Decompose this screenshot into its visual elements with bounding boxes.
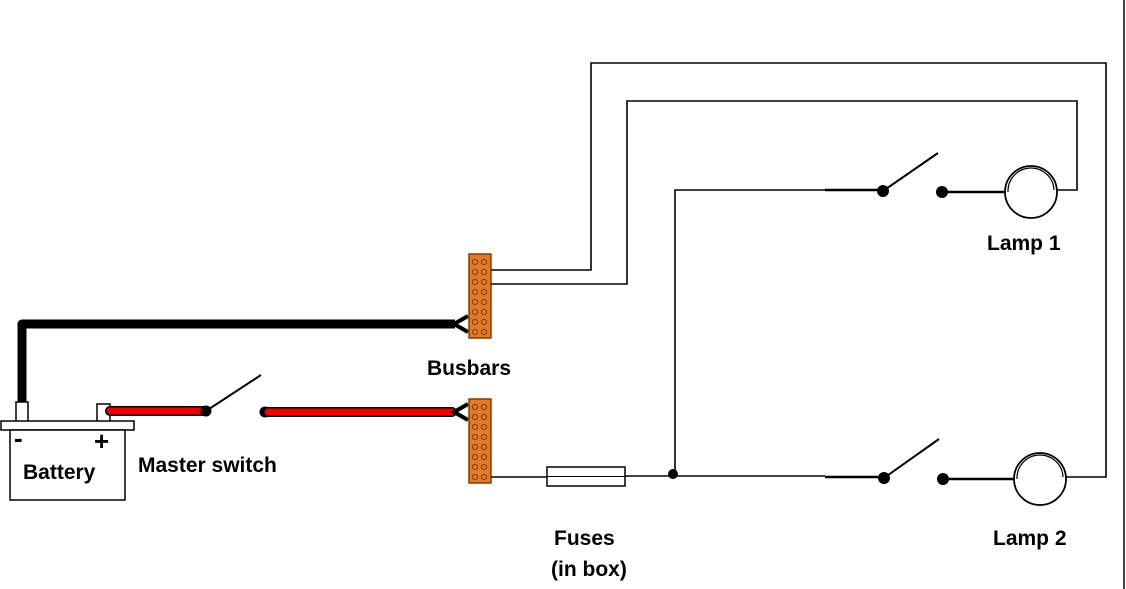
battery-positive-sign: + [94, 426, 109, 456]
lamp1-switch-lever [882, 152, 939, 192]
lamp1 [1004, 165, 1058, 219]
master-switch-label: Master switch [138, 454, 277, 477]
battery-negative-terminal [15, 401, 29, 423]
master-switch-lever [205, 374, 262, 412]
battery-label: Battery [23, 461, 96, 484]
battery-negative-sign: - [14, 423, 23, 453]
fuses-label-line2: (in box) [551, 558, 627, 581]
master-switch [200, 374, 271, 418]
lamp1-filament [1007, 167, 1055, 193]
lamp2 [1013, 452, 1067, 506]
negative-cable [17, 319, 455, 402]
lamp1-bulb [1004, 165, 1058, 219]
lamp2-switch-lever [883, 438, 940, 479]
junction-dot [668, 469, 678, 479]
positive-cable-lug [449, 402, 469, 422]
battery: - + Battery [0, 401, 135, 501]
busbar-positive [468, 398, 492, 484]
negative-cable-lug [449, 314, 469, 334]
lamp1-return-wire [491, 100, 1078, 285]
lamp2-bulb [1013, 452, 1067, 506]
lamp1-switch [877, 152, 948, 198]
fuses-label-line1: Fuses [554, 527, 615, 550]
lamp2-filament [1016, 454, 1064, 480]
lamp1-feed-wire [674, 189, 825, 474]
busbar-negative [468, 253, 492, 339]
lamp2-label: Lamp 2 [993, 527, 1067, 550]
lamp1-label: Lamp 1 [987, 232, 1061, 255]
lamp2-return-wire [491, 62, 1107, 478]
lamp2-switch [878, 438, 949, 485]
battery-body [9, 429, 126, 501]
busbars-label: Busbars [427, 357, 511, 380]
